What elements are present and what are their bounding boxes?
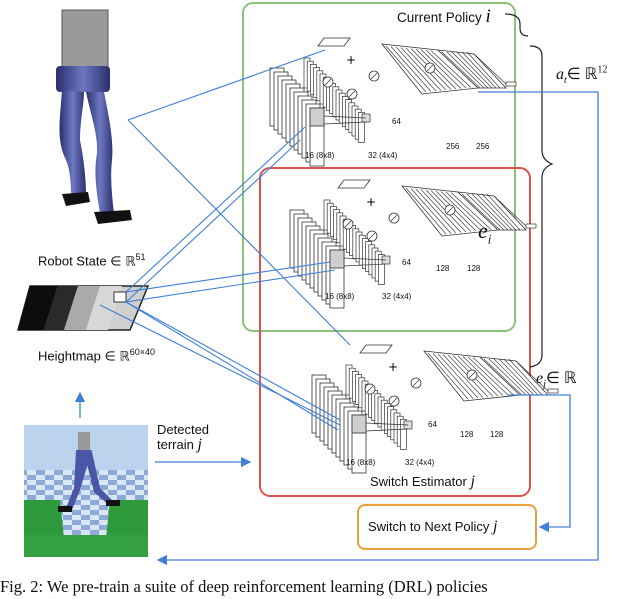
heightmap-image xyxy=(17,285,150,331)
network-switch-estimator: + xyxy=(311,344,559,474)
network-embedding: + xyxy=(289,179,537,309)
svg-text:+: + xyxy=(366,195,376,209)
connection-lines xyxy=(99,49,351,431)
robot-state-label: Robot State ∈ ℝ51 xyxy=(38,252,146,269)
switch-estimator-label: Switch Estimator j xyxy=(370,473,475,490)
net-top-conv1: 16 (8x8) xyxy=(305,151,335,160)
terrain-image xyxy=(24,425,148,557)
switch-next-policy-label: Switch to Next Policy j xyxy=(368,518,498,535)
network-policy: + xyxy=(269,37,517,167)
output-arrows xyxy=(74,91,599,566)
net-top-conv2: 32 (4x4) xyxy=(368,151,398,160)
current-policy-label: Current Policy i xyxy=(397,6,491,27)
net-mid-fc2: 128 xyxy=(467,264,481,273)
switch-embedding-label: ej∈ ℝ xyxy=(536,370,577,391)
net-bot-conv1: 16 (8x8) xyxy=(346,458,376,467)
net-bot-fc1: 128 xyxy=(460,430,474,439)
net-bot-conv2: 32 (4x4) xyxy=(405,458,435,467)
action-label: at∈ ℝ12 xyxy=(556,64,608,87)
switch-next-policy-box xyxy=(357,504,537,550)
heightmap-label: Heightmap ∈ ℝ60×40 xyxy=(38,347,155,364)
net-bot-fc2: 128 xyxy=(490,430,504,439)
net-top-fc1: 256 xyxy=(446,142,460,151)
net-top-fc2: 256 xyxy=(476,142,490,151)
net-mid-fc0: 64 xyxy=(402,258,411,267)
net-mid-fc1: 128 xyxy=(436,264,450,273)
switch-estimator-box xyxy=(259,167,531,497)
detected-terrain-label: Detected terrain j xyxy=(157,422,210,453)
embedding-label: ei xyxy=(478,218,492,247)
net-mid-conv2: 32 (4x4) xyxy=(382,292,412,301)
figure-caption: Fig. 2: We pre-train a suite of deep rei… xyxy=(0,577,488,596)
svg-text:+: + xyxy=(388,360,398,374)
svg-text:+: + xyxy=(346,53,356,67)
net-mid-conv1: 16 (8x8) xyxy=(325,292,355,301)
robot-figure xyxy=(56,9,132,224)
net-top-fc0: 64 xyxy=(392,117,401,126)
net-bot-fc0: 64 xyxy=(428,420,437,429)
brace-right xyxy=(529,45,554,368)
brace-top xyxy=(504,13,529,37)
